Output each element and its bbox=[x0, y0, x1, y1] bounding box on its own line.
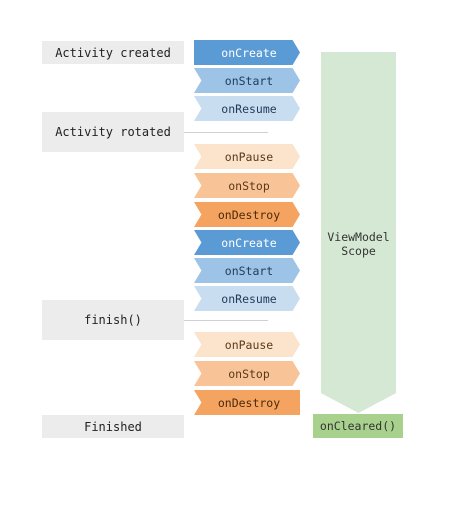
viewmodel-scope-label: ViewModel Scope bbox=[321, 230, 396, 258]
scope-label-line1: ViewModel bbox=[327, 230, 390, 244]
callback-onstart-after-rotation: onStart bbox=[194, 258, 300, 283]
event-activity-created: Activity created bbox=[42, 41, 184, 64]
event-finish: finish() bbox=[42, 300, 184, 340]
callback-onpause-final: onPause bbox=[194, 332, 300, 357]
callback-onpause: onPause bbox=[194, 144, 300, 169]
finish-divider bbox=[184, 320, 268, 321]
rotation-divider bbox=[184, 132, 268, 133]
event-activity-rotated: Activity rotated bbox=[42, 112, 184, 152]
callback-onresume-after-rotation: onResume bbox=[194, 286, 300, 311]
callback-ondestroy: onDestroy bbox=[194, 202, 300, 227]
callback-onresume: onResume bbox=[194, 96, 300, 121]
callback-oncreate: onCreate bbox=[194, 40, 300, 65]
scope-label-line2: Scope bbox=[341, 244, 376, 258]
on-cleared-box: onCleared() bbox=[313, 414, 403, 438]
callback-onstop: onStop bbox=[194, 173, 300, 198]
callback-oncreate-after-rotation: onCreate bbox=[194, 230, 300, 255]
callback-onstop-final: onStop bbox=[194, 361, 300, 386]
callback-onstart: onStart bbox=[194, 68, 300, 93]
event-finished: Finished bbox=[42, 415, 184, 438]
viewmodel-scope-arrow bbox=[321, 52, 396, 413]
callback-ondestroy-final: onDestroy bbox=[194, 390, 300, 415]
